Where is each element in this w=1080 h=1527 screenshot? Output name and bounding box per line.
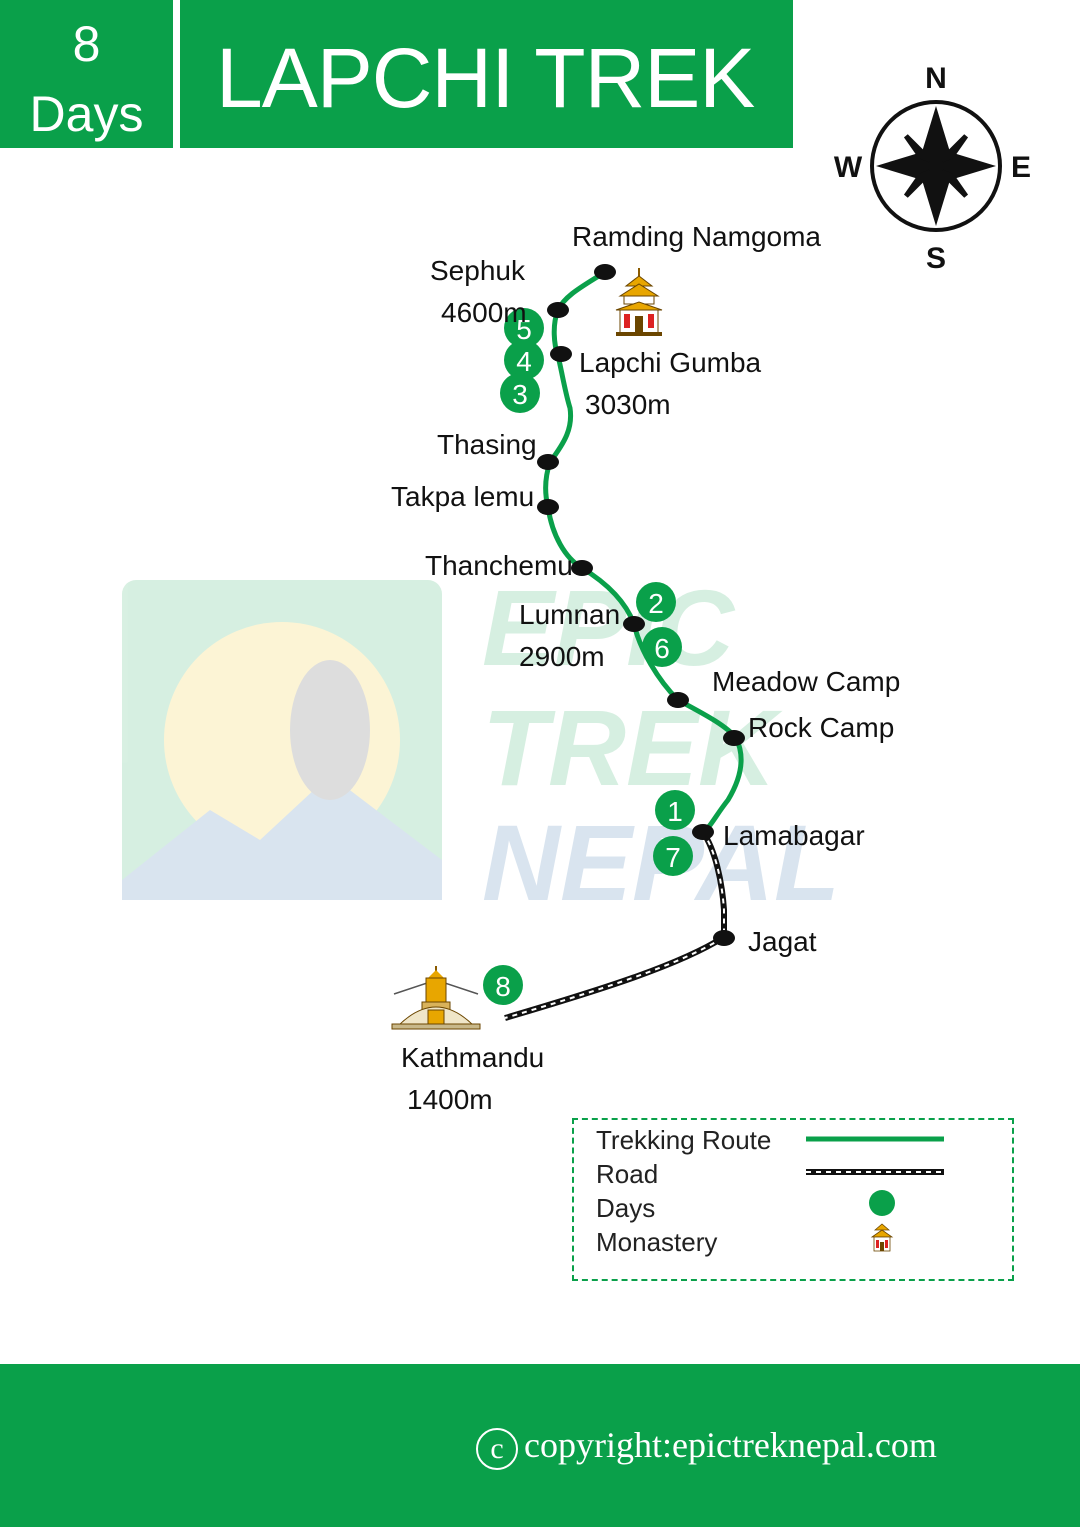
trek-map: EPIC TREK NEPAL N S E W	[122, 62, 1031, 1115]
legend-symbols	[806, 1136, 944, 1252]
page-title: LAPCHI TREK	[216, 31, 755, 125]
day-marker-1-label: 1	[667, 796, 683, 827]
stop-ramding	[594, 264, 616, 280]
compass-west: W	[834, 151, 863, 184]
day-marker-3-label: 3	[512, 379, 528, 410]
legend-road-label: Road	[596, 1159, 659, 1189]
road-line	[504, 830, 727, 1021]
stop-lapchi	[550, 346, 572, 362]
legend-monastery-label: Monastery	[596, 1227, 718, 1257]
label-sephuk-altitude: 4600m	[441, 297, 527, 328]
compass-diagonals	[903, 134, 969, 198]
compass-south: S	[926, 242, 946, 275]
watermark-hiker	[290, 660, 370, 800]
label-lumnan-altitude: 2900m	[519, 641, 605, 672]
stop-lumnan	[623, 616, 645, 632]
label-lapchi: Lapchi Gumba	[579, 347, 762, 378]
label-kathmandu-altitude: 1400m	[407, 1084, 493, 1115]
legend-monastery-icon	[870, 1223, 894, 1252]
days-badge: 8 Days	[0, 0, 173, 148]
days-number: 8	[72, 16, 101, 72]
label-takpa: Takpa lemu	[391, 481, 534, 512]
copyright-text: copyright:epictreknepal.com	[524, 1425, 937, 1465]
day-marker-8: 8	[483, 965, 523, 1005]
copyright-icon: c	[476, 1427, 518, 1470]
day-marker-6: 6	[642, 627, 682, 667]
stop-rock	[723, 730, 745, 746]
label-rock: Rock Camp	[748, 712, 894, 743]
day-marker-2-label: 2	[648, 588, 664, 619]
compass-rose: N S E W	[834, 62, 1031, 275]
stop-meadow	[667, 692, 689, 708]
label-kathmandu: Kathmandu	[401, 1042, 544, 1073]
legend-day-dot	[869, 1190, 895, 1216]
compass-north: N	[925, 62, 947, 95]
footer-bar	[0, 1364, 1080, 1527]
stop-sephuk	[547, 302, 569, 318]
day-marker-7: 7	[653, 836, 693, 876]
days-label: Days	[29, 86, 144, 142]
watermark-mountain	[122, 775, 442, 900]
day-marker-1: 1	[655, 790, 695, 830]
stop-thanchemu	[571, 560, 593, 576]
day-marker-6-label: 6	[654, 633, 670, 664]
legend-days-label: Days	[596, 1193, 656, 1223]
label-lumnan: Lumnan	[519, 599, 620, 630]
compass-east: E	[1011, 151, 1031, 184]
label-sephuk: Sephuk	[430, 255, 526, 286]
compass-star	[876, 106, 996, 226]
day-marker-5: 5	[504, 308, 544, 348]
stupa-icon	[391, 966, 481, 1030]
label-jagat: Jagat	[748, 926, 817, 957]
label-thanchemu: Thanchemu	[425, 550, 573, 581]
day-marker-4: 4	[504, 340, 544, 380]
day-marker-3: 3	[500, 373, 540, 413]
label-lamabagar: Lamabagar	[723, 820, 865, 851]
legend-trekking-route-label: Trekking Route	[596, 1125, 772, 1155]
label-lapchi-altitude: 3030m	[585, 389, 671, 420]
day-marker-8-label: 8	[495, 971, 511, 1002]
watermark-sun	[164, 622, 400, 858]
compass-ring	[870, 100, 1002, 232]
stop-takpa	[537, 499, 559, 515]
label-thasing: Thasing	[437, 429, 537, 460]
day-marker-7-label: 7	[665, 842, 681, 873]
label-ramding: Ramding Namgoma	[572, 221, 821, 252]
label-meadow: Meadow Camp	[712, 666, 900, 697]
map-legend: Trekking Route Road Days Monastery	[572, 1118, 1014, 1281]
stop-jagat	[713, 930, 735, 946]
day-marker-5-label: 5	[516, 314, 532, 345]
day-marker-4-label: 4	[516, 346, 532, 377]
title-banner: LAPCHI TREK	[180, 0, 793, 148]
stop-lamabagar	[692, 824, 714, 840]
monastery-icon	[615, 268, 663, 336]
watermark-badge	[122, 580, 442, 900]
day-marker-2: 2	[636, 582, 676, 622]
stop-thasing	[537, 454, 559, 470]
